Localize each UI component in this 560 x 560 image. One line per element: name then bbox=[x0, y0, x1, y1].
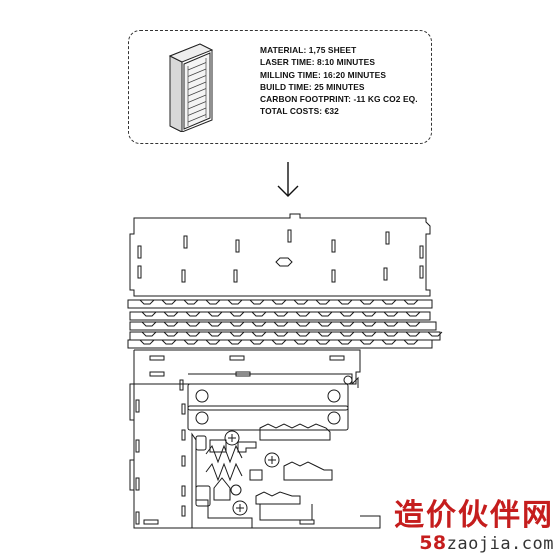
screw-icon-4 bbox=[230, 484, 242, 496]
arrow-down-icon bbox=[277, 162, 299, 197]
spec-carbon-footprint: CARBON FOOTPRINT: -11 KG CO2 EQ. bbox=[260, 94, 418, 105]
watermark-url: 58zaojia.com bbox=[394, 532, 554, 555]
side-panel bbox=[129, 349, 381, 529]
watermark: 造价伙伴网 58zaojia.com bbox=[394, 500, 554, 555]
spec-build-time: BUILD TIME: 25 MINUTES bbox=[260, 81, 365, 92]
top-panel bbox=[129, 213, 431, 297]
screw-icon-1 bbox=[224, 430, 240, 446]
spec-info-box bbox=[128, 30, 432, 144]
screw-icon-2 bbox=[264, 452, 280, 468]
watermark-cn: 造价伙伴网 bbox=[394, 498, 554, 533]
comb-strips bbox=[127, 299, 443, 349]
rail-part-2 bbox=[187, 405, 349, 431]
top-panel-center-cutout bbox=[275, 257, 293, 267]
spec-milling-time: MILLING TIME: 16:20 MINUTES bbox=[260, 69, 387, 80]
spring-part-2 bbox=[205, 462, 243, 482]
rail-part-1 bbox=[187, 383, 349, 411]
spec-material: MATERIAL: 1,75 SHEET bbox=[260, 45, 357, 55]
lock-parts bbox=[191, 432, 257, 529]
shelf-module-icon bbox=[168, 43, 214, 132]
spring-part-1 bbox=[205, 444, 243, 464]
watermark-url-number: 58 bbox=[419, 532, 447, 554]
spec-total-costs: TOTAL COSTS: €32 bbox=[260, 106, 339, 117]
spec-laser-time: LASER TIME: 8:10 MINUTES bbox=[260, 57, 376, 68]
spec-list: MATERIAL: 1,75 SHEET LASER TIME: 8:10 MI… bbox=[260, 44, 418, 118]
screw-icon-3 bbox=[232, 500, 248, 516]
watermark-url-text: zaojia.com bbox=[446, 534, 554, 554]
